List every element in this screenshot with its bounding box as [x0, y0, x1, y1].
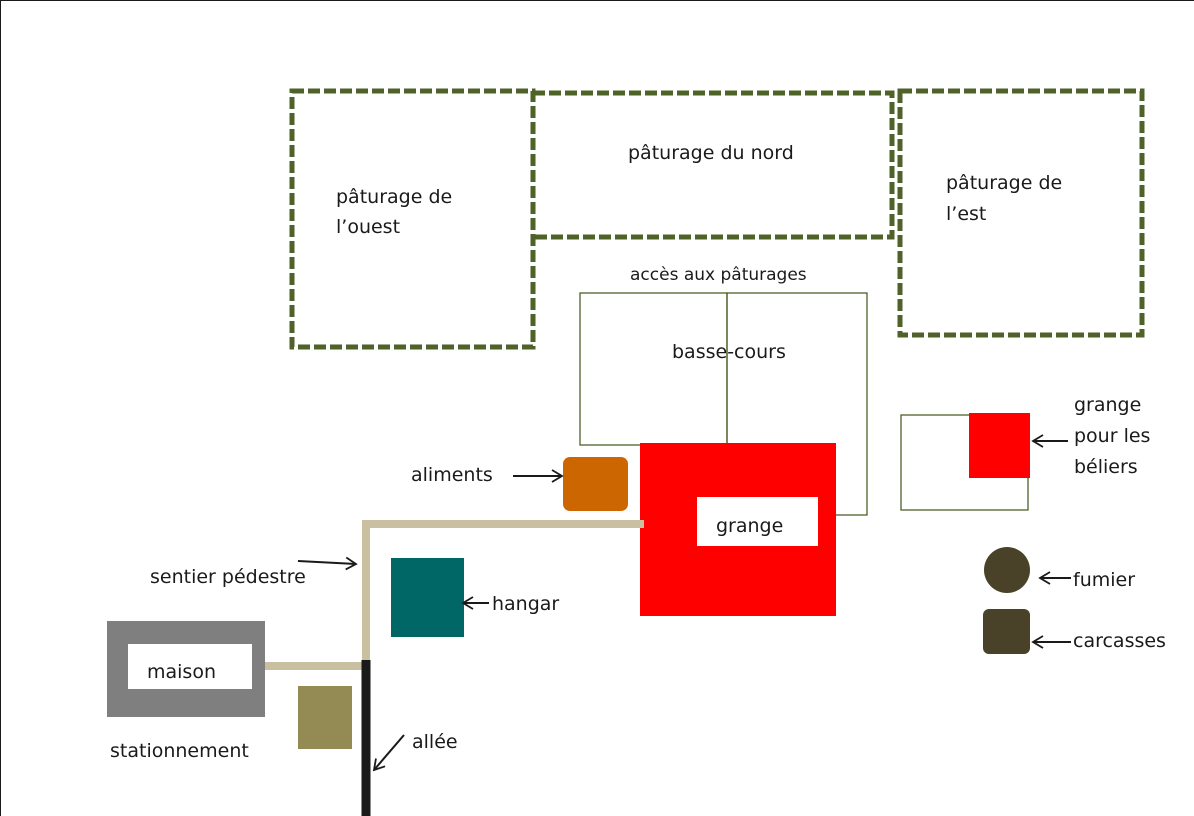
west-pasture-label-line1: pâturage de [336, 186, 452, 208]
north-pasture-label: pâturage du nord [628, 142, 794, 164]
driveway-label: allée [412, 731, 458, 753]
shed [391, 558, 464, 637]
feed-storage [563, 457, 628, 511]
ram-barn [969, 413, 1030, 478]
footpath-label: sentier pédestre [150, 566, 306, 588]
barnyard-west-pen [579, 292, 728, 446]
parking-label: stationnement [110, 740, 249, 762]
east-pasture-label-line2: l’est [946, 203, 986, 225]
carcasses-area [983, 609, 1030, 654]
arrow-icon [297, 556, 358, 571]
house-label-box [128, 644, 252, 689]
barn-label-box [697, 497, 818, 546]
barnyard-label: basse-cours [672, 341, 786, 363]
feed-label: aliments [411, 464, 493, 486]
ram-barn-label-line3: béliers [1074, 456, 1138, 478]
pasture-access-label: accès aux pâturages [630, 265, 807, 285]
manure-label: fumier [1073, 569, 1135, 591]
parking [298, 686, 352, 749]
manure-pile [984, 547, 1030, 593]
west-pasture-fence [289, 88, 536, 350]
east-pasture-fence [897, 88, 1145, 338]
west-pasture-label-line2: l’ouest [336, 216, 400, 238]
shed-label: hangar [492, 593, 559, 615]
ram-barn-label-line1: grange [1074, 394, 1141, 416]
house-label: maison [147, 661, 216, 683]
arrow-icon [372, 734, 405, 772]
barn-label: grange [716, 515, 783, 537]
ram-barn-label-line2: pour les [1074, 425, 1150, 447]
footpath [362, 520, 644, 666]
east-pasture-label-line1: pâturage de [946, 172, 1062, 194]
carcasses-label: carcasses [1073, 630, 1166, 652]
north-pasture-fence [533, 90, 895, 240]
